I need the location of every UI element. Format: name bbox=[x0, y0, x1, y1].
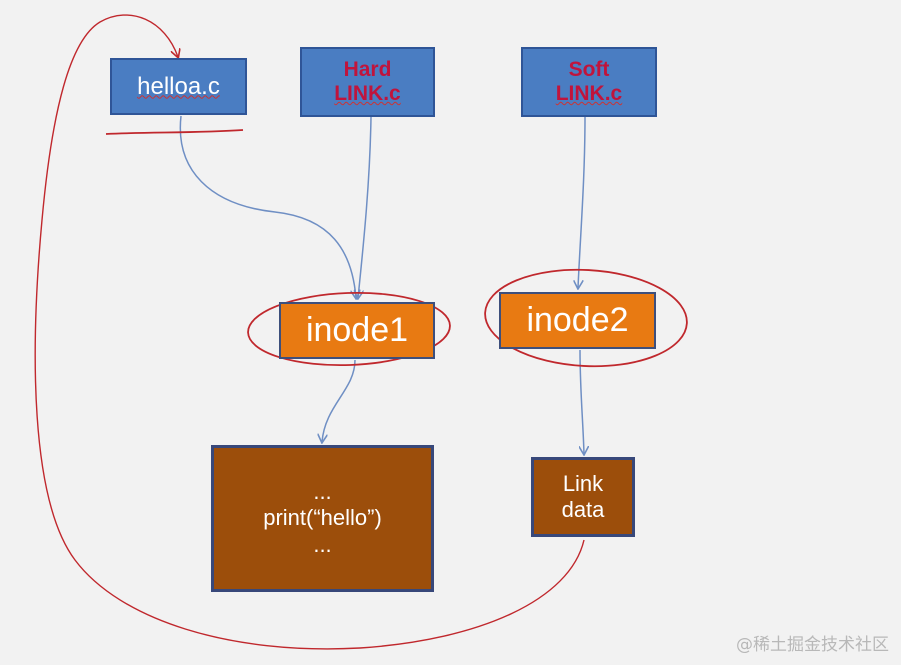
soft-link-label-line1: Soft bbox=[568, 57, 610, 81]
arrow-inode1-to-code bbox=[322, 359, 356, 442]
code-line-3: ... bbox=[313, 531, 332, 557]
data-block-code[interactable]: ... print(“hello”) ... bbox=[211, 445, 434, 592]
inode1-label: inode1 bbox=[305, 311, 409, 349]
file-box-helloa[interactable]: helloa.c bbox=[110, 58, 247, 115]
hard-link-label-line2: LINK.c bbox=[334, 82, 401, 105]
arrow-helloa-to-inode1 bbox=[179, 115, 356, 298]
arrow-softlink-to-inode2 bbox=[578, 116, 586, 288]
watermark: @稀土掘金技术社区 bbox=[736, 635, 889, 655]
arrow-hardlink-to-inode1 bbox=[358, 116, 372, 298]
soft-link-label-line2: LINK.c bbox=[555, 82, 623, 105]
file-box-soft-link[interactable]: Soft LINK.c bbox=[521, 47, 657, 117]
red-circle-inode1 bbox=[247, 291, 451, 367]
code-line-2: print(“hello”) bbox=[263, 505, 382, 531]
data-block-link[interactable]: Link data bbox=[531, 457, 635, 537]
hard-link-label-line1: Hard bbox=[343, 57, 392, 81]
inode-box-2[interactable]: inode2 bbox=[499, 292, 656, 349]
file-box-hard-link[interactable]: Hard LINK.c bbox=[300, 47, 435, 117]
red-circle-inode2 bbox=[484, 268, 688, 368]
inode-box-1[interactable]: inode1 bbox=[279, 302, 435, 359]
arrow-inode2-to-linkdata bbox=[580, 349, 584, 454]
helloa-label: helloa.c bbox=[137, 72, 220, 100]
red-underline-helloa bbox=[105, 129, 244, 135]
link-data-line-1: Link bbox=[562, 470, 604, 496]
code-line-1: ... bbox=[313, 478, 332, 504]
red-loop-link-back-to-helloa bbox=[34, 14, 585, 650]
inode2-label: inode2 bbox=[526, 301, 629, 339]
link-data-line-2: data bbox=[561, 497, 605, 522]
